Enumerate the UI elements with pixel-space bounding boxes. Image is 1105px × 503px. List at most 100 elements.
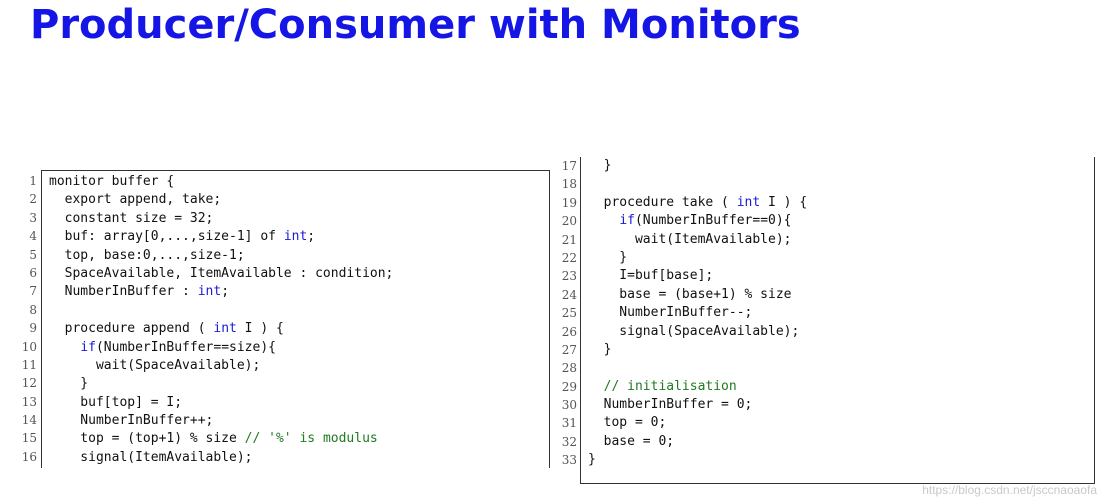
code-text: I ) { (236, 321, 284, 337)
code-text: ; (221, 284, 230, 300)
code-text: signal(ItemAvailable); (49, 449, 253, 465)
code-line (581, 175, 1094, 193)
line-number: 9 (29, 321, 37, 336)
code-text: (NumberInBuffer==size){ (95, 339, 276, 355)
line-number: 30 (561, 398, 577, 413)
line-number: 33 (561, 453, 577, 468)
code-text: top = 0; (588, 415, 667, 431)
line-number: 19 (561, 195, 577, 210)
line-number: 18 (561, 177, 577, 192)
line-number: 17 (561, 159, 577, 173)
code-keyword: if (619, 213, 635, 229)
code-text: buf[top] = I; (49, 394, 183, 410)
code-text: base = 0; (588, 433, 675, 449)
code-text (588, 379, 604, 394)
line-number: 22 (561, 250, 577, 265)
code-text: I=buf[base]; (588, 268, 714, 284)
line-number: 23 (561, 269, 577, 284)
line-number-column: 17 18 19 20 21 22 23 24 25 26 27 28 29 30 31 32 33 (545, 157, 577, 470)
line-number: 7 (29, 284, 37, 299)
watermark-url: https://blog.csdn.net/jsccnaoaofa (922, 483, 1097, 497)
code-line (581, 359, 1094, 377)
line-number: 24 (561, 287, 577, 302)
code-line: if(NumberInBuffer==0){ (581, 212, 1094, 230)
code-text: } (588, 452, 596, 468)
line-number: 15 (21, 431, 37, 446)
code-text: procedure take ( (588, 194, 737, 210)
code-text: wait(ItemAvailable); (588, 231, 792, 247)
code-line: } (581, 341, 1094, 359)
code-text: ; (307, 229, 316, 245)
code-line: } (581, 157, 1094, 175)
code-line: NumberInBuffer = 0; (581, 396, 1094, 414)
code-line: top, base:0,...,size-1; (42, 247, 549, 265)
code-line: signal(ItemAvailable); (42, 449, 549, 467)
code-line: SpaceAvailable, ItemAvailable : conditio… (42, 265, 549, 283)
code-listing-right: 17 18 19 20 21 22 23 24 25 26 27 28 29 30 31 32 33 } pro… (545, 157, 1097, 485)
code-text: SpaceAvailable, ItemAvailable : conditio… (49, 265, 394, 281)
code-text (49, 340, 80, 355)
code-line: NumberInBuffer--; (581, 304, 1094, 322)
code-comment: // '%' is modulus (244, 431, 378, 447)
line-number: 20 (561, 214, 577, 229)
line-number: 28 (561, 361, 577, 376)
code-line: wait(ItemAvailable); (581, 231, 1094, 249)
code-keyword: if (80, 339, 96, 355)
code-keyword: int (736, 194, 761, 210)
line-number: 26 (561, 324, 577, 339)
code-line: export append, take; (42, 191, 549, 209)
code-line: } (42, 375, 549, 393)
code-text: top, base:0,...,size-1; (49, 247, 245, 263)
code-line: buf[top] = I; (42, 394, 549, 412)
line-number: 21 (561, 232, 577, 247)
code-text (588, 213, 619, 228)
line-number: 31 (561, 416, 577, 431)
line-number: 11 (21, 357, 37, 372)
code-text: base = (base+1) % size (588, 286, 792, 302)
code-text: NumberInBuffer++; (49, 413, 214, 429)
line-number: 27 (561, 342, 577, 357)
code-line: base = 0; (581, 433, 1094, 451)
code-line (42, 302, 549, 320)
code-line: } (581, 249, 1094, 267)
line-number: 8 (29, 302, 37, 317)
code-line: NumberInBuffer : int; (42, 283, 549, 301)
code-keyword: int (213, 321, 237, 337)
code-line: } (581, 451, 1094, 469)
code-line: top = 0; (581, 414, 1094, 432)
code-text: } (588, 341, 612, 357)
code-text: export append, take; (49, 192, 222, 208)
line-number: 25 (561, 306, 577, 321)
code-text: procedure append ( (49, 321, 214, 337)
code-text: signal(SpaceAvailable); (588, 323, 800, 339)
line-number: 13 (21, 394, 37, 409)
code-keyword: int (197, 284, 222, 300)
code-text: monitor buffer { (49, 174, 175, 189)
code-text: NumberInBuffer--; (588, 305, 753, 321)
line-number: 16 (21, 449, 37, 464)
code-line: NumberInBuffer++; (42, 412, 549, 430)
code-line: // initialisation (581, 378, 1094, 396)
line-number: 14 (21, 413, 37, 428)
code-line: procedure append ( int I ) { (42, 320, 549, 338)
code-line: buf: array[0,...,size-1] of int; (42, 228, 549, 246)
code-text: top = (top+1) % size (49, 431, 245, 447)
code-line: procedure take ( int I ) { (581, 194, 1094, 212)
code-line: top = (top+1) % size // '%' is modulus (42, 430, 549, 448)
code-box-right: } procedure take ( int I ) { if(NumberIn… (580, 157, 1095, 484)
line-number: 32 (561, 434, 577, 449)
code-text: } (588, 249, 628, 265)
code-box-left: monitor buffer { export append, take; co… (41, 170, 550, 468)
line-number: 1 (29, 174, 37, 188)
line-number: 10 (21, 339, 37, 354)
code-line: I=buf[base]; (581, 267, 1094, 285)
code-text: } (588, 158, 612, 173)
line-number: 29 (561, 379, 577, 394)
line-number: 12 (21, 376, 37, 391)
code-line: base = (base+1) % size (581, 286, 1094, 304)
code-text: NumberInBuffer = 0; (588, 397, 753, 413)
code-text: (NumberInBuffer==0){ (634, 213, 792, 229)
code-text: wait(SpaceAvailable); (49, 357, 261, 373)
